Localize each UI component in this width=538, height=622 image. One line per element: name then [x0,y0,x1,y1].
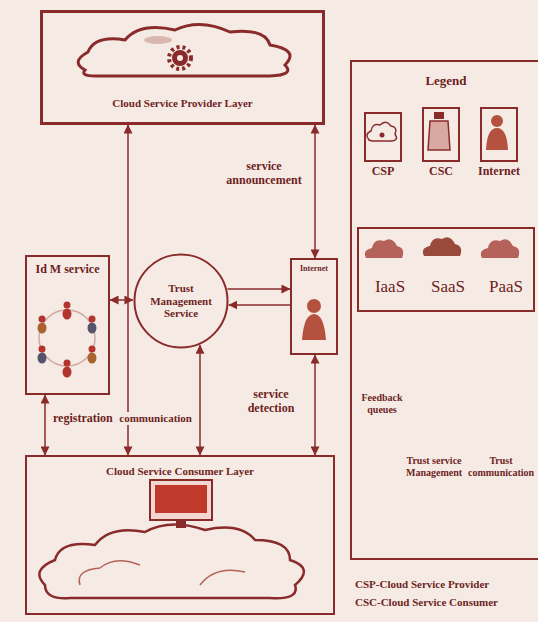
legend-csp-box: CSP [364,112,402,162]
connector-arrow [314,355,316,455]
person-body [38,353,47,364]
node-text: PaaS [479,277,533,297]
node-text: Cloud Service Consumer Layer [27,465,333,478]
service-clouds [365,237,519,258]
idm-people [38,302,97,378]
node-text: CSP [350,165,416,179]
provider-layer-box: Cloud Service Provider Layer [40,10,325,125]
cloud-detail [79,561,245,585]
internet-box: Internet [290,258,338,355]
legend-note: Feedback queues [356,392,408,415]
node-text: Legend [352,74,538,89]
iaas-cloud [365,239,403,258]
connector-arrow [199,345,201,455]
legend-note: Trust communication [468,455,534,478]
person-head [64,360,71,367]
person-icons [38,302,97,378]
saas-cloud [423,237,461,256]
node-text: Internet [292,264,336,273]
person-body [88,353,97,364]
abbreviation-note: CSC-Cloud Service Consumer [355,596,498,609]
person-head [89,316,96,323]
connector-arrow [227,288,290,290]
connector-label: communication [117,412,194,425]
node-text: Trust Management Service [143,282,219,320]
person-body [88,323,97,334]
person-head [39,346,46,353]
abbreviation-note: CSP-Cloud Service Provider [355,578,489,591]
provider-cloud [78,24,290,76]
gear-body [172,50,188,66]
person-head [39,316,46,323]
legend-icons [365,112,519,258]
node-text: IaaS [363,277,417,297]
consumer-cloud [39,524,304,598]
connector-arrow [314,125,316,258]
person-body [38,323,47,334]
connector-label: registration [51,412,115,426]
person-body [63,367,72,378]
person-head [89,346,96,353]
trust-service-circle: Trust Management Service [133,253,229,349]
paas-cloud [481,239,519,258]
node-text: Id M service [27,263,108,277]
node-text: SaaS [421,277,475,297]
idm-service-box: Id M service [25,255,110,395]
node-text: Internet [466,165,532,179]
csc-icon-top [434,112,444,119]
internet-icon-head [491,115,503,127]
csp-icon [367,122,397,141]
consumer-layer-box: Cloud Service Consumer Layer [25,455,335,615]
connector-arrow [110,299,133,301]
csp-icon-gear [380,133,385,138]
monitor-frame [150,480,212,520]
connector-arrow [229,304,290,306]
connector-label: service detection [233,388,309,416]
node-text: CSC [408,165,474,179]
gear-teeth [169,47,191,69]
gear-hole [177,55,183,61]
legend-csc-box: CSC [422,107,460,162]
connector-arrow [44,395,46,455]
internet-figure [302,299,326,340]
consumer-illustration [39,480,304,598]
person-body [63,309,72,320]
monitor-screen [155,485,207,513]
person-head [64,302,71,309]
connector-arrow [127,125,129,455]
figure-head [307,299,321,313]
figure-body [302,314,326,340]
csc-icon-body [428,121,450,150]
cloud-oval [144,36,172,44]
internet-icon-body [486,128,508,150]
legend-note: Trust service Management [402,455,466,478]
node-text: Cloud Service Provider Layer [43,97,322,110]
legend-box: LegendCSPCSCInternetIaaSSaaSPaaS [350,60,538,560]
service-model-box: IaaSSaaSPaaS [357,227,535,312]
connector-label: service announcement [219,160,309,188]
cloud-outline [78,24,290,76]
legend-internet-box: Internet [480,107,518,162]
